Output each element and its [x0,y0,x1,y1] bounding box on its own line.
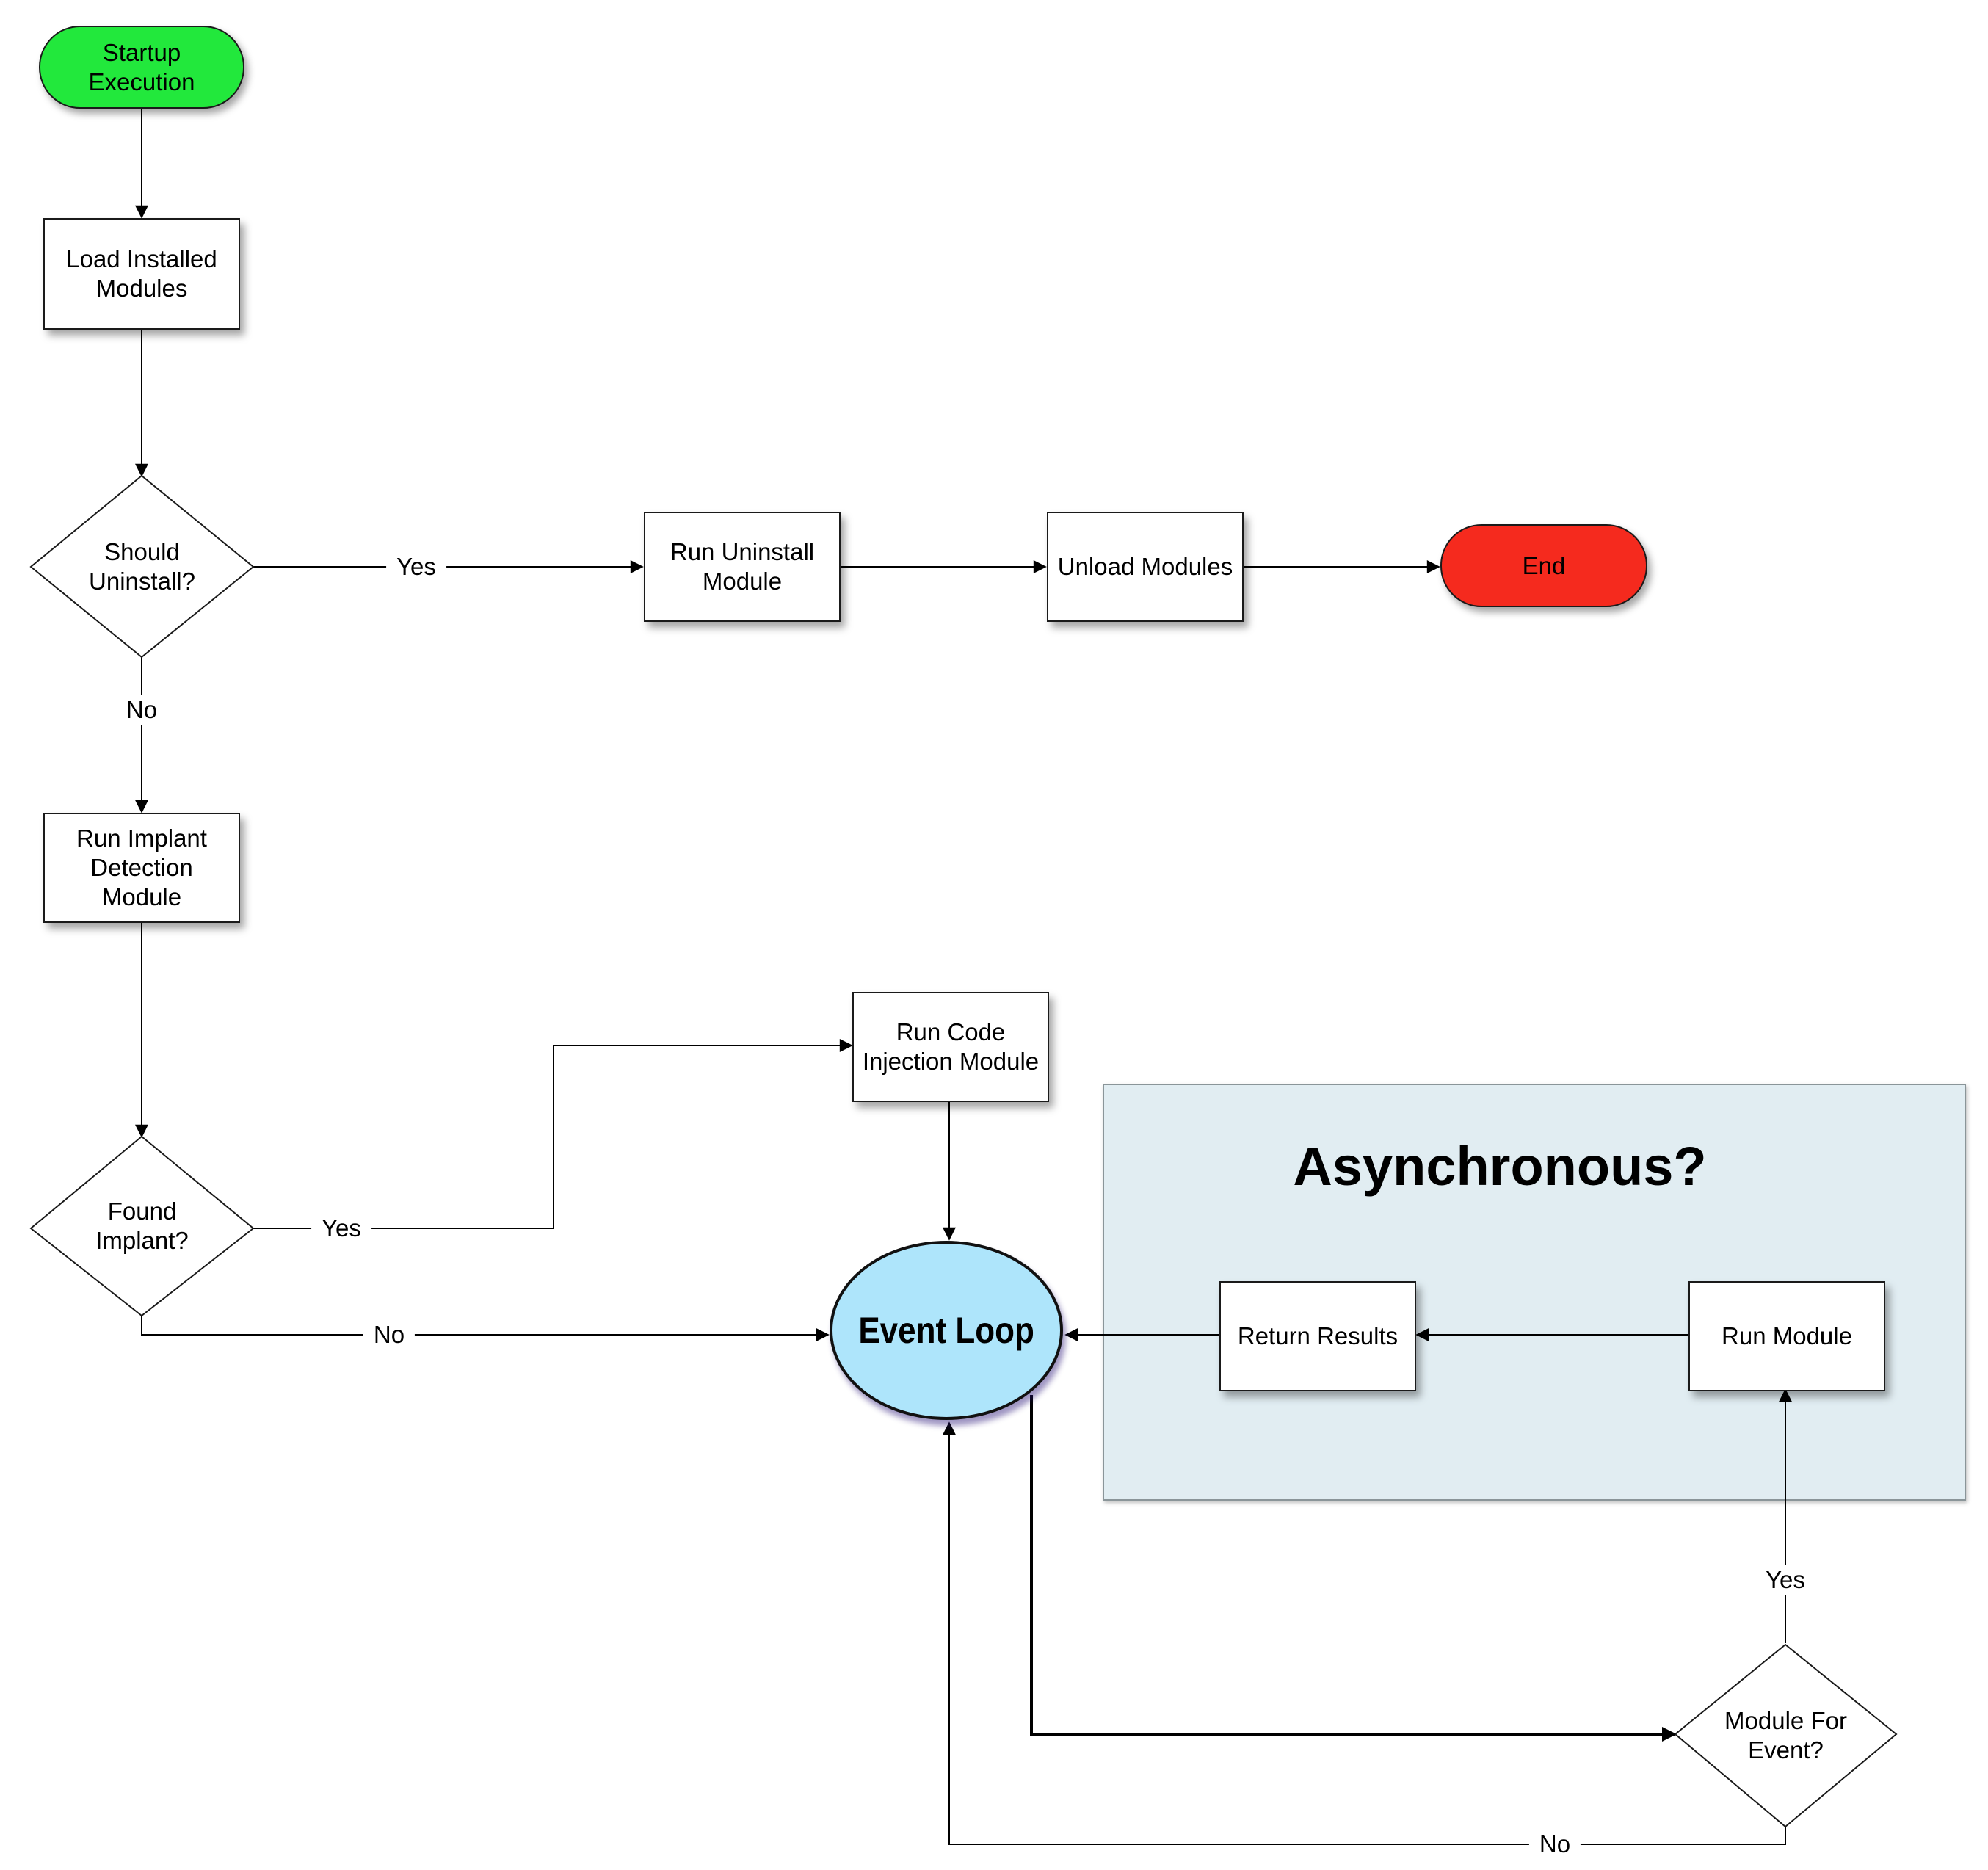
process-run-code-injection: Run Code Injection Module [852,992,1049,1102]
process-run-uninstall-module-label: Run Uninstall Module [670,538,815,595]
decision-module-for-event-label: Module For Event? [1724,1707,1847,1764]
decision-found-implant: Found Implant? [31,1137,253,1316]
label-implant-yes: Yes [311,1214,371,1243]
decision-module-for-event: Module For Event? [1675,1645,1896,1827]
process-run-implant-detection: Run Implant Detection Module [43,813,240,923]
process-return-results: Return Results [1219,1281,1416,1391]
event-loop-node: Event Loop [830,1241,1063,1420]
process-run-implant-detection-label: Run Implant Detection Module [76,825,207,910]
label-uninstall-no: No [115,695,168,725]
edge-event-loop-to-module-check [1030,1395,1677,1742]
decision-should-uninstall-label: Should Uninstall? [89,537,195,595]
decision-should-uninstall: Should Uninstall? [31,476,253,657]
start-terminal: Startup Execution [39,26,244,109]
process-load-installed-modules-label: Load Installed Modules [66,245,217,302]
edge-implant-no [141,1316,830,1341]
event-loop-label: Event Loop [858,1310,1034,1351]
end-terminal-label: End [1522,551,1566,579]
label-implant-no: No [363,1320,416,1349]
process-return-results-label: Return Results [1237,1322,1399,1349]
process-load-installed-modules: Load Installed Modules [43,218,240,330]
diamond-found-implant [29,1135,255,1317]
start-terminal-label: Startup Execution [88,38,195,95]
decision-found-implant-label: Found Implant? [95,1197,189,1254]
process-unload-modules-label: Unload Modules [1057,553,1233,580]
edge-implant-yes [253,1039,853,1229]
process-unload-modules: Unload Modules [1047,512,1244,622]
process-run-code-injection-label: Run Code Injection Module [862,1018,1040,1075]
label-module-no: No [1528,1830,1581,1859]
async-region-title: Asynchronous? [1293,1136,1707,1197]
process-run-module-label: Run Module [1722,1322,1852,1349]
label-module-yes: Yes [1755,1565,1815,1595]
diamond-module-for-event [1674,1643,1898,1828]
process-run-module: Run Module [1688,1281,1885,1391]
edge-module-no [943,1421,1786,1845]
label-uninstall-yes: Yes [386,552,446,581]
process-run-uninstall-module: Run Uninstall Module [644,512,841,622]
diamond-should-uninstall [29,474,255,659]
end-terminal: End [1440,524,1647,607]
